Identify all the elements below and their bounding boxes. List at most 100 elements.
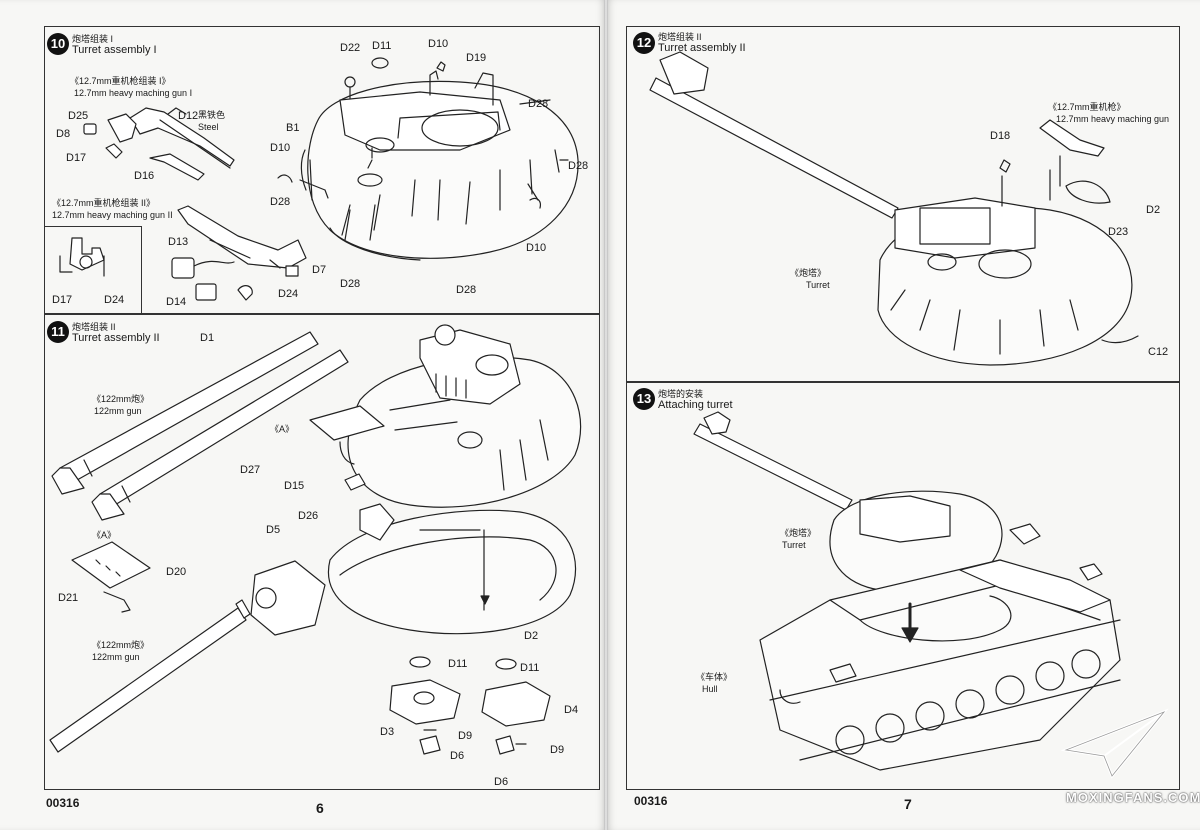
part-label: D10 (270, 142, 291, 154)
a-marker-left: 《A》 (92, 530, 117, 540)
part-label: D15 (284, 480, 305, 492)
part-label: D20 (166, 566, 187, 578)
part-label: D23 (1108, 226, 1129, 238)
turret2-note-en: Turret (782, 540, 806, 550)
turret2-note-cn: 《炮塔》 (780, 528, 817, 538)
part-label: B1 (286, 122, 300, 134)
part-label: D12 (178, 110, 199, 122)
step13-title-en: Attaching turret (658, 399, 733, 411)
part-label: D24 (104, 294, 125, 306)
step12-title-en: Turret assembly II (658, 42, 746, 54)
part-label: D28 (568, 160, 589, 172)
part-label: D17 (52, 294, 73, 306)
part-label: D1 (200, 332, 215, 344)
step12-panel (626, 26, 1180, 382)
step10-title-en: Turret assembly I (72, 44, 157, 56)
hmg2-note-en: 12.7mm heavy maching gun II (52, 210, 173, 220)
gun-note-cn: 《122mm炮》 (92, 394, 150, 404)
part-label: D21 (58, 592, 79, 604)
step12-number: 12 (633, 32, 655, 54)
part-label: D28 (528, 98, 549, 110)
step11-title-en: Turret assembly II (72, 332, 160, 344)
inset-mount-drawing (59, 237, 105, 277)
steel-note-cn: 黑铁色 (198, 110, 226, 120)
step11-hatches-drawing (389, 656, 551, 755)
turret-note-en: Turret (806, 280, 830, 290)
part-label: D16 (134, 170, 155, 182)
step12-title-cn: 炮塔组装 II (658, 32, 702, 42)
part-label: D9 (550, 744, 565, 756)
gun-note-en: 122mm gun (94, 406, 142, 416)
part-label: D4 (564, 704, 579, 716)
step10-panel (44, 26, 600, 314)
step11-a-plate-drawing (71, 541, 151, 613)
hmg1-note-cn: 《12.7mm重机枪组装 I》 (70, 76, 171, 86)
part-label: D11 (448, 658, 468, 670)
part-label: D28 (270, 196, 291, 208)
hmg1-note-en: 12.7mm heavy maching gun I (74, 88, 193, 98)
left-page-number: 6 (316, 800, 324, 816)
part-label: D7 (312, 264, 327, 276)
hmg2-note-cn: 《12.7mm重机枪组装 II》 (52, 198, 156, 208)
part-label: D5 (266, 524, 281, 536)
right-page-number: 7 (904, 796, 912, 812)
gun2-note-cn: 《122mm炮》 (92, 640, 150, 650)
part-label: D2 (1146, 204, 1161, 216)
paper-plane-logo (1060, 708, 1169, 779)
step11-panel (44, 314, 600, 790)
part-label: D13 (168, 236, 189, 248)
hmg3-note-cn: 《12.7mm重机枪》 (1048, 102, 1126, 112)
hull-note-en: Hull (702, 684, 718, 694)
part-label: D26 (298, 510, 319, 522)
page-gutter (604, 0, 608, 830)
part-label: D11 (372, 40, 392, 52)
step13-number: 13 (633, 388, 655, 410)
part-label: D14 (166, 296, 187, 308)
step13-tank-drawing (693, 411, 1121, 771)
part-label: D8 (56, 128, 71, 140)
turret-note-cn: 《炮塔》 (790, 268, 827, 278)
step11-mantlet-drawing (49, 560, 326, 753)
part-label: D22 (340, 42, 361, 54)
step13-title-cn: 炮塔的安装 (658, 389, 704, 399)
part-label: D6 (450, 750, 465, 762)
watermark-text: MOXINGFANS.COM (1066, 790, 1200, 805)
step10-title-cn: 炮塔组装 I (72, 34, 114, 44)
part-label: D6 (494, 776, 509, 788)
part-label: D9 (458, 730, 473, 742)
step10-hmg2-drawing (171, 205, 307, 301)
part-label: C12 (1148, 346, 1169, 358)
hull-note-cn: 《车体》 (696, 672, 733, 682)
part-label: D11 (520, 662, 540, 674)
part-label: D17 (66, 152, 87, 164)
a-marker-top: 《A》 (270, 424, 295, 434)
gun2-note-en: 122mm gun (92, 652, 140, 662)
part-label: D28 (340, 278, 361, 290)
part-label: D27 (240, 464, 261, 476)
step10-hmg1-drawing (83, 107, 235, 181)
step13-panel (626, 382, 1180, 790)
part-label: D25 (68, 110, 89, 122)
steel-note-en: Steel (198, 122, 219, 132)
hmg3-note-en: 12.7mm heavy maching gun (1056, 114, 1170, 124)
part-label: D3 (380, 726, 395, 738)
step11-turret-lower-drawing (327, 503, 577, 635)
part-label: D24 (278, 288, 299, 300)
step11-number: 11 (47, 321, 69, 343)
step11-turret-top-drawing (309, 324, 582, 508)
part-label: D10 (526, 242, 547, 254)
step10-number: 10 (47, 33, 69, 55)
step12-turret-drawing (649, 51, 1139, 366)
step11-title-cn: 炮塔组装 II (72, 322, 116, 332)
part-label: D19 (466, 52, 487, 64)
part-label: D28 (456, 284, 477, 296)
step10-turret-drawing (277, 57, 579, 261)
step11-barrels-drawing (51, 331, 349, 521)
hmg2-inset-panel (44, 226, 142, 314)
part-label: D18 (990, 130, 1011, 142)
left-page-code: 00316 (46, 796, 80, 810)
part-label: D10 (428, 38, 449, 50)
right-page-code: 00316 (634, 794, 668, 808)
